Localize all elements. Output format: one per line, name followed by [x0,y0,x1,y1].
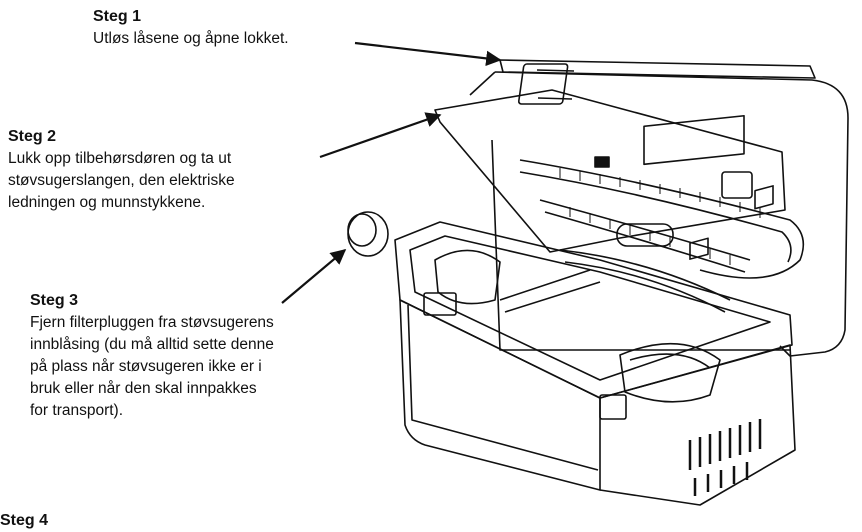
step-1-title: Steg 1 [93,8,142,25]
socket [689,237,709,260]
tray-divider [499,269,591,301]
arrow-step-3 [281,249,347,304]
step-3-text: Fjern filterpluggen fra støvsugerens inn… [30,314,274,419]
filter-back [434,249,501,305]
handle-strip [499,59,816,79]
door-label [643,114,745,166]
accessory-door [434,89,786,253]
step-3-title: Steg 3 [30,292,79,309]
latch-left [517,63,569,105]
step-4-title: Steg 4 [0,512,49,529]
clip-left [423,292,457,316]
hose-ribs [559,168,761,265]
latch-right [721,171,753,199]
clip-front [599,394,627,420]
lid-opening-frame [491,139,790,351]
body-right [599,344,796,506]
lid-box [494,71,849,357]
step-2-text: Lukk opp tilbehørsdøren og ta ut støvsug… [8,150,235,211]
arrow-step-1 [354,41,502,67]
power-switch [754,185,774,210]
hose-coil [519,159,805,313]
tray-divider-2 [504,281,601,313]
step-1: Steg 1 Utløs låsene og åpne lokket. [93,6,289,50]
step-2-title: Steg 2 [8,128,57,145]
step-4: Steg 4 [0,510,48,532]
body-front [399,299,601,491]
lid-box-top-edge [469,71,496,96]
step-2: Steg 2 Lukk opp tilbehørsdøren og ta ut … [8,126,235,214]
cord-reel [616,223,674,247]
step-1-text: Utløs låsene og åpne lokket. [93,30,289,47]
filter-plug [347,211,389,257]
vent-slots [688,419,762,496]
filter-front [619,342,721,403]
step-3: Steg 3 Fjern filterpluggen fra støvsuger… [30,290,274,422]
tray-inner-rim [409,235,771,381]
arrow-step-2 [319,112,442,159]
